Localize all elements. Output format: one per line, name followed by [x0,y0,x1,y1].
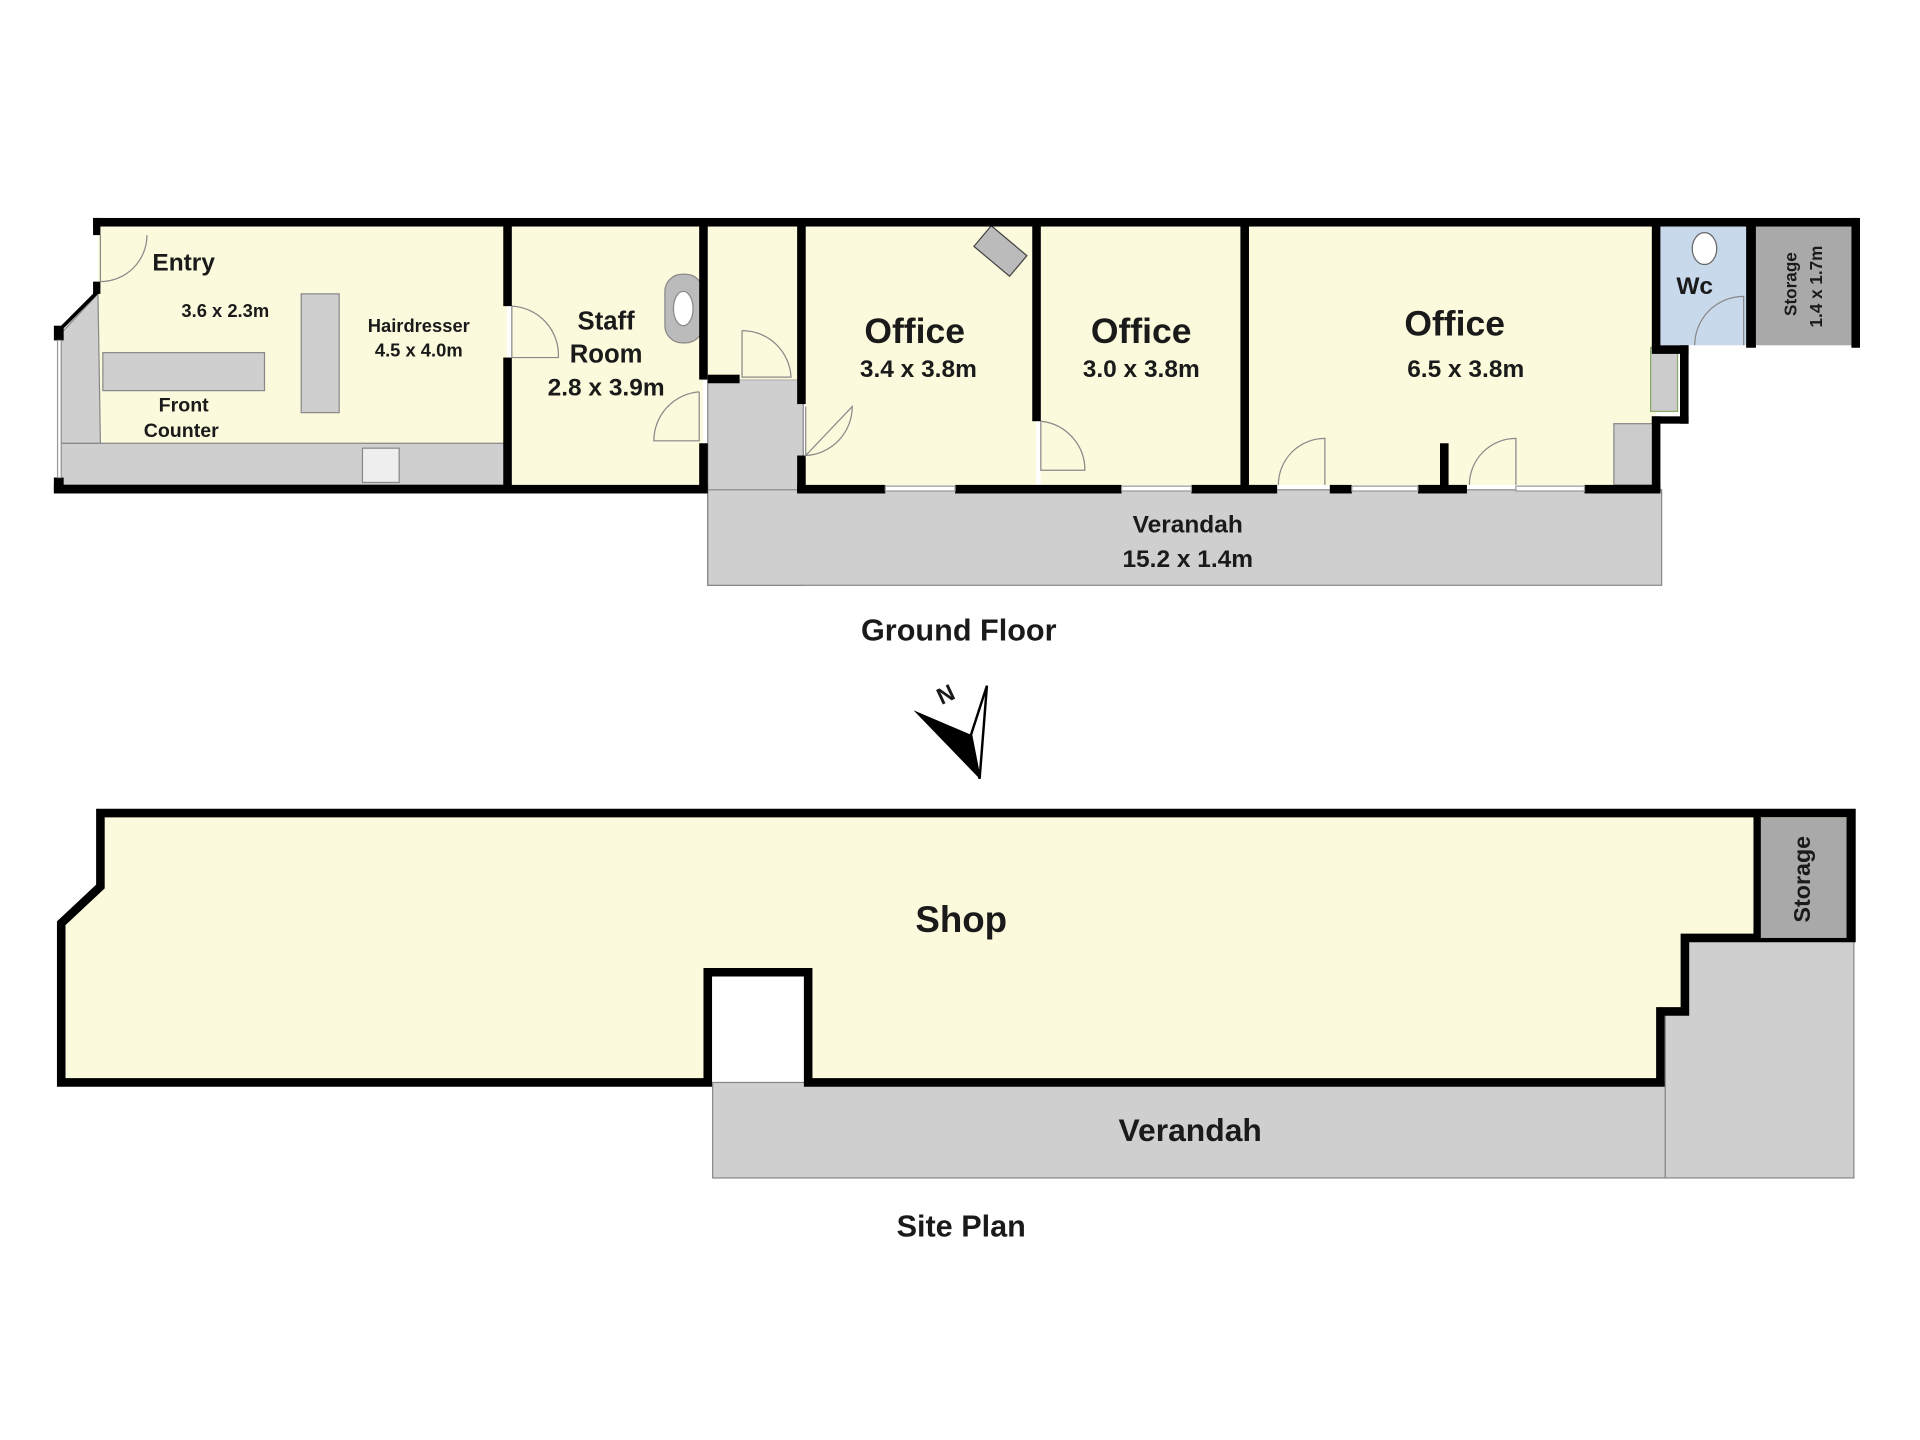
front-counter [102,352,266,392]
window-bench [60,292,102,444]
compass-north-label: N [932,679,958,710]
hairdresser-label: Hairdresser [368,315,470,336]
staff-room-door [511,305,559,359]
wc-door [1694,295,1745,346]
storage-size: 1.4 x 1.7m [1806,246,1826,328]
sink-icon [361,447,400,484]
staff-side-door [653,391,700,442]
storage-room [1755,225,1852,346]
office-3-door-2 [1468,437,1517,485]
staff-room [511,225,703,485]
toilet-icon [1691,232,1718,266]
site-plan: Shop Storage Verandah Site Plan [56,808,1856,1244]
staff-room-label-2: Room [570,340,643,368]
office-3-door-1 [1277,437,1326,485]
verandah-size: 15.2 x 1.4m [1122,546,1253,573]
ground-floor-title: Ground Floor [861,613,1057,647]
hall-room [707,225,801,380]
hairdresser-size: 4.5 x 4.0m [375,339,463,360]
office-2-size: 3.0 x 3.8m [1083,356,1200,383]
office-1-room [805,225,1036,485]
office-3-size: 6.5 x 3.8m [1407,356,1524,383]
basin-bowl [672,290,694,327]
staff-room-size: 2.8 x 3.9m [548,375,665,402]
verandah-area [707,489,1663,586]
site-verandah-label: Verandah [1119,1112,1262,1148]
office-2-room [1040,225,1245,485]
front-counter-label-1: Front [159,394,209,416]
office-1-door [805,404,853,458]
hall-door [741,329,792,378]
bench-strip [60,442,508,486]
office-3-room [1248,225,1656,485]
hairdresser-room [61,225,507,485]
front-counter-label-2: Counter [144,420,219,442]
office-2-door [1040,420,1086,471]
cabinet [1650,347,1679,413]
entry-door [99,235,148,283]
storage-label: Storage [1780,252,1800,316]
compass-icon: N [913,679,989,780]
ground-floor-plan: Entry 3.6 x 2.3m Hairdresser 4.5 x 4.0m … [53,217,1860,647]
entry-label: Entry [152,250,215,277]
office-1-label: Office [864,311,965,351]
site-storage-label: Storage [1789,836,1815,923]
office-2-label: Office [1091,311,1192,351]
office-1-size: 3.4 x 3.8m [860,356,977,383]
office-3-label: Office [1404,304,1505,344]
shop-label: Shop [915,899,1007,940]
verandah-label: Verandah [1133,512,1243,539]
staff-room-label-1: Staff [578,307,636,335]
sink-icon [1613,423,1657,486]
site-side-area [1664,939,1855,1179]
site-shop [56,808,1856,1087]
site-storage-fill [1758,817,1849,938]
wc-label: Wc [1676,273,1713,300]
entry-size: 3.6 x 2.3m [181,300,269,321]
desk-icon [973,224,1028,278]
hairdresser-station [300,293,340,414]
site-plan-title: Site Plan [897,1210,1026,1244]
site-verandah [712,1081,1666,1179]
